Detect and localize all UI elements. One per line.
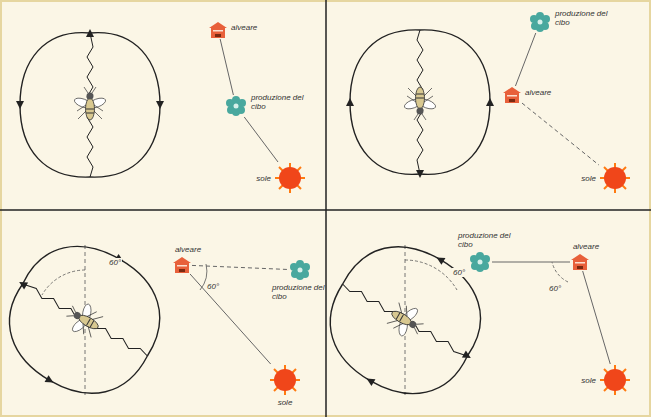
hive-icon: alveare <box>571 254 589 270</box>
flower-icon: produzione del cibo <box>225 96 247 116</box>
hive-icon: alveare <box>503 87 521 103</box>
direction-line <box>220 39 233 95</box>
direction-line <box>192 265 288 269</box>
flower-icon: produzione del cibo <box>469 252 491 272</box>
node-label: alveare <box>231 23 257 32</box>
flower-icon: produzione del cibo <box>289 260 311 280</box>
node-label: sole <box>256 174 271 183</box>
node-label: alveare <box>525 88 551 97</box>
direction-line <box>583 271 611 364</box>
hive-icon: alveare <box>173 257 191 273</box>
angle-label: 60° <box>452 268 466 277</box>
flower-icon: produzione del cibo <box>529 12 551 32</box>
sun-icon: sole <box>600 163 630 193</box>
hive-icon: alveare <box>209 22 227 38</box>
node-label: sole <box>278 398 293 407</box>
node-label: alveare <box>175 245 201 254</box>
sun-icon: sole <box>270 365 300 395</box>
angle-label: 60° <box>108 258 122 267</box>
direction-line <box>492 262 570 263</box>
direction-line <box>522 103 599 165</box>
node-label: produzione del cibo <box>555 9 611 27</box>
node-label: sole <box>581 376 596 385</box>
angle-label: 60° <box>206 282 220 291</box>
sun-icon: sole <box>275 163 305 193</box>
node-label: sole <box>581 174 596 183</box>
node-label: alveare <box>573 242 599 251</box>
sun-icon: sole <box>600 365 630 395</box>
node-label: produzione del cibo <box>251 93 307 111</box>
node-label: produzione del cibo <box>458 231 514 249</box>
angle-label: 60° <box>548 284 562 293</box>
direction-line <box>515 33 535 86</box>
direction-line <box>190 274 271 364</box>
node-label: produzione del cibo <box>272 283 328 301</box>
direction-line <box>244 117 278 162</box>
